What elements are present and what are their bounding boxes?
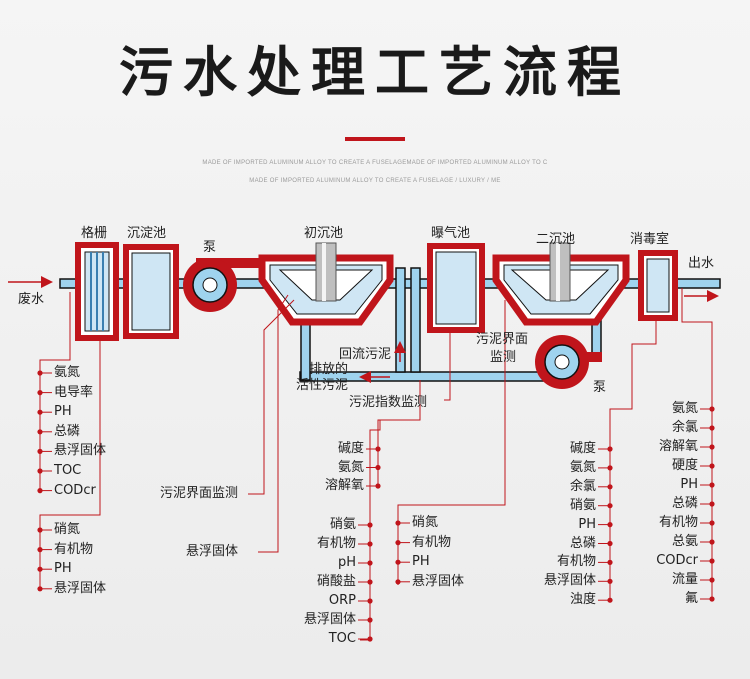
param-label: PH [54, 561, 72, 577]
param-label: ORP [328, 593, 356, 608]
pump-2 [535, 335, 602, 389]
param-label: 总磷 [569, 535, 596, 551]
aeration-tank [427, 243, 485, 333]
param-label: 流量 [671, 572, 698, 587]
param-label: 余氯 [569, 478, 596, 494]
param-label: 硝氨 [569, 497, 596, 513]
param-label: 硬度 [671, 458, 698, 473]
param-label: 有机物 [658, 515, 698, 530]
param-label: PH [412, 554, 430, 570]
subtitle-line-2: MADE OF IMPORTED ALUMINUM ALLOY TO CREAT… [249, 178, 501, 184]
grille-unit [75, 242, 119, 341]
label-settling: 沉淀池 [127, 226, 167, 241]
label-primary-solids: 悬浮固体 [186, 544, 239, 559]
param-label: 氨氮 [569, 459, 596, 475]
param-label: PH [680, 477, 698, 492]
param-label: 悬浮固体 [303, 612, 356, 627]
param-label: 氨氮 [54, 365, 81, 380]
subtitle-line-1: MADE OF IMPORTED ALUMINUM ALLOY TO CREAT… [202, 160, 548, 166]
param-label: CODcr [54, 482, 96, 498]
label-grille: 格栅 [81, 226, 108, 241]
label-interface-2: 监测 [490, 350, 517, 365]
param-label: 悬浮固体 [412, 573, 465, 589]
param-label: 硝氮 [54, 522, 81, 537]
label-discharged-1: 排放的 [308, 362, 348, 377]
param-label: 碱度 [569, 441, 596, 456]
label-interface-1: 污泥界面 [476, 332, 529, 347]
param-label: 碱度 [337, 441, 364, 456]
param-label: 总磷 [671, 496, 698, 511]
settling-tank [123, 244, 179, 339]
label-secondary: 二沉池 [536, 232, 576, 247]
param-label: 有机物 [556, 554, 596, 570]
param-label: CODcr [656, 553, 698, 568]
param-label: 有机物 [316, 536, 356, 551]
param-label: TOC [328, 631, 356, 646]
label-sludge-index: 污泥指数监测 [349, 395, 428, 410]
param-label: 硝氨 [329, 517, 356, 532]
param-label: 总氨 [671, 534, 698, 549]
label-pump-1: 泵 [203, 240, 217, 255]
param-label: 硝酸盐 [316, 574, 356, 589]
label-outlet: 出水 [688, 256, 715, 271]
param-label: 氨氮 [671, 401, 698, 416]
label-primary: 初沉池 [304, 226, 344, 241]
label-return-sludge: 回流污泥 [339, 347, 392, 362]
param-label: 悬浮固体 [543, 573, 596, 589]
pump-1 [183, 258, 264, 312]
param-label: PH [54, 404, 72, 420]
param-label: 溶解氧 [324, 478, 364, 493]
leader-dots [37, 370, 715, 642]
param-label: 溶解氧 [658, 439, 698, 454]
param-label: 悬浮固体 [54, 443, 107, 459]
label-pump-2: 泵 [593, 380, 607, 395]
param-label: 有机物 [54, 541, 94, 557]
param-label: 余氯 [671, 420, 698, 435]
param-label: 总磷 [54, 423, 81, 439]
leader-lines [39, 288, 713, 641]
param-label: 浊度 [569, 592, 596, 608]
flow-arrows [8, 276, 719, 383]
param-label: 有机物 [412, 534, 452, 550]
secondary-clarifier [492, 242, 630, 326]
primary-clarifier [258, 242, 394, 326]
param-label: 硝氮 [412, 515, 439, 530]
label-inlet: 废水 [18, 292, 45, 307]
page-title: 污水处理工艺流程 [119, 41, 631, 104]
param-label: TOC [54, 463, 82, 478]
label-primary-interface: 污泥界面监测 [160, 486, 239, 501]
param-label: 氨氮 [337, 459, 364, 475]
param-label: PH [578, 516, 596, 532]
param-label: pH [337, 555, 356, 570]
label-aeration: 曝气池 [431, 226, 471, 241]
title-underline [345, 137, 405, 141]
label-discharged-2: 活性污泥 [295, 378, 348, 393]
param-label: 电导率 [54, 384, 94, 400]
disinfection-chamber [638, 250, 678, 321]
param-label: 悬浮固体 [54, 580, 107, 596]
label-disinfection: 消毒室 [630, 232, 670, 247]
param-label: 氟 [684, 591, 698, 606]
